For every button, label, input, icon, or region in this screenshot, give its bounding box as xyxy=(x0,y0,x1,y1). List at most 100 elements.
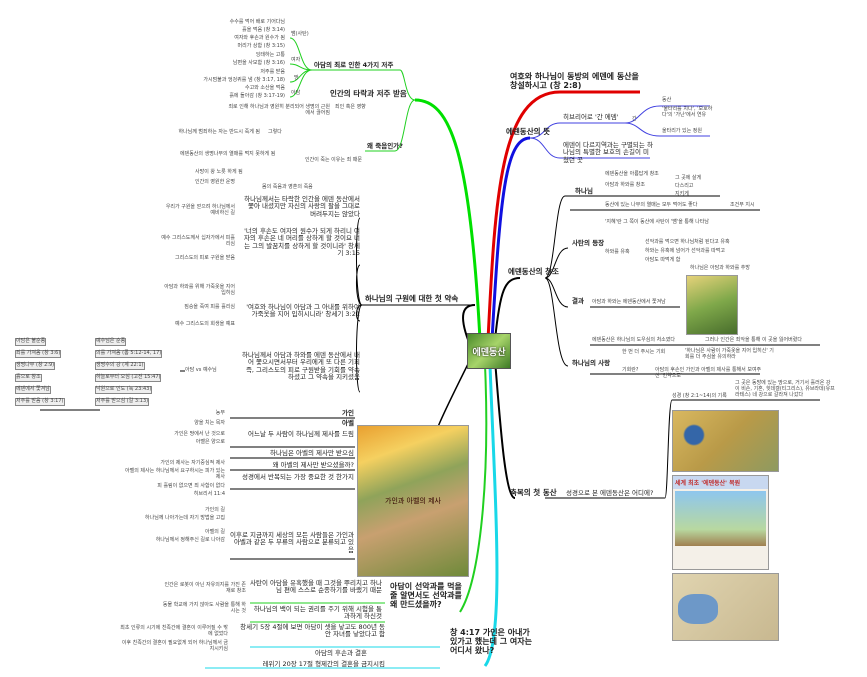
cain-abel-picture[interactable]: 가인과 아벨의 제사 xyxy=(357,425,469,577)
promise-leaf: 예수 그리스도의 희생을 예표 xyxy=(175,321,235,327)
cainabel-leaf: 하나님께서 정해주신 길로 나아감 xyxy=(155,537,225,543)
news-title: 세계 최초 '에덴동산' 복원 xyxy=(673,476,768,489)
love-leaf: '하나님은 사람이 가죽옷을 지어 입히신' 기회를 더 주심을 유의하라 xyxy=(685,348,774,360)
result-leaf: 그러나 인간은 죄악을 통해 이 곳을 잃어버렸다 xyxy=(705,337,802,343)
cainabel-leaf: 피 흘림이 없으면 죄 사함이 없다 xyxy=(157,483,225,489)
meaning-item[interactable]: 에덴이 다르지역과는 구별되는 하나님의 특별한 보호의 손길이 미쳤던 곳 xyxy=(563,141,653,164)
promise-item: '너의 후손도 여자의 원수가 되게 하리니 여자의 후손은 네 머리를 상하게… xyxy=(243,227,360,258)
satan-leaf: 아담도 따먹게 함 xyxy=(645,257,681,263)
wife-item[interactable]: 아담의 후손과 결혼 xyxy=(315,649,367,657)
god-leaf: 지키게 xyxy=(675,191,689,197)
node-wife[interactable]: 창 4:17 가인은 아내가 있가고 했는데 그 여자는 어디서 왔나? xyxy=(450,628,532,656)
love-leaf: 아담의 후손인 가인과 아벨의 제사를 통해서 보여주신 '언약으로' xyxy=(655,367,762,379)
blessing-question[interactable]: 성경으로 본 에덴동산은 어디에? xyxy=(566,489,654,497)
adam-cell: 생명나무 (창 2:9) xyxy=(15,362,56,370)
promise-leaf: 예수 그리스도께서 십자가에서 피흘리심 xyxy=(161,235,235,247)
curse-group: 여자 xyxy=(291,57,301,63)
branch-fruit xyxy=(459,364,488,613)
node-top[interactable]: 여호와 하나님이 동방의 에덴에 동산을 창설하시고 (창 2:8) xyxy=(510,72,639,91)
why-node[interactable]: 왜 죽음인가? xyxy=(367,142,403,150)
curse-leaf: 여자와 후손과 원수가 됨 xyxy=(234,35,285,41)
meaning-item[interactable]: 히브리어로 '간 에뎀' xyxy=(563,113,619,121)
cainabel-leaf: 아벨은 양으로 xyxy=(195,439,225,445)
cainabel-leaf: 가인의 길 xyxy=(205,507,225,513)
satan-leaf: 하나님은 아담과 하와를 추방 xyxy=(690,265,750,271)
adam-cell: 죄를 가져옴 (창 3:6) xyxy=(15,350,62,358)
curse-leaf: 수고와 소산을 먹음 xyxy=(245,85,285,91)
adam-cell: 저주를 받음 (창 3:17) xyxy=(15,398,65,406)
node-promise[interactable]: 하나님의 구원에 대한 첫 약속 xyxy=(365,294,459,303)
satan-leaf: 하와를 유혹 xyxy=(605,249,630,255)
map-picture xyxy=(672,410,779,472)
wife-item[interactable]: 레위기 20장 17절 형제간의 결혼을 금지시킴 xyxy=(262,660,385,668)
node-fall[interactable]: 인간의 타락과 저주 받음 xyxy=(330,89,407,98)
blessing-note: 그 곳은 동방에 있는 땅으로, 거기서 흘러온 강이 비손, 기혼, 힛데겔(… xyxy=(735,380,835,398)
center-node-eden[interactable]: 에덴동산 xyxy=(467,333,511,369)
cainabel-leaf: 아벨의 제사는 하나님께서 요구하시는 피가 있는 제사 xyxy=(125,468,225,480)
why-leaf: 죄인 혹은 영향 xyxy=(335,104,366,110)
fruit-leaf: 동물 학교에 가지 않아도 사람을 통해 하시는 것 xyxy=(162,602,246,614)
center-label: 에덴동산 xyxy=(472,347,506,358)
branch-meaning xyxy=(490,136,531,341)
meaning-leaf: 간 xyxy=(632,116,637,122)
fruit-item[interactable]: 하나님의 백이 되는 권리를 주기 위해 시험을 통과하게 하신것 xyxy=(253,605,382,621)
cainabel-item: 이후로 지금까지 세상의 모든 사람들은 가인과 아벨과 같은 두 부류의 사람… xyxy=(230,531,354,554)
why-leaf: 인간의 영원한 운명 xyxy=(195,179,235,185)
why-leaf: 하나님께 범죄하는 자는 반드시 죽게 됨 xyxy=(178,129,260,135)
curse-leaf: 흙에 돌아감 (창 3:17-19) xyxy=(229,93,285,99)
curse-group: 땅 xyxy=(294,75,299,81)
satan-leaf: '지혜'란 그 쪽이 동산에 사탄이 '뱀'을 통해 나타남 xyxy=(605,219,710,225)
promise-leaf: 우리가 구원을 얻으려 하나님께서 예비하신 길 xyxy=(165,204,235,216)
jesus-cell: 예수님은 순종 xyxy=(95,338,127,346)
news-picture: 세계 최초 '에덴동산' 복원 xyxy=(672,475,769,570)
creation-god[interactable]: 하나님 xyxy=(575,187,593,195)
satan-leaf: 선악과를 먹으면 하나님처럼 된다고 유혹 xyxy=(645,239,730,245)
abel-node[interactable]: 아벨 xyxy=(342,419,354,427)
node-creation[interactable]: 에덴동산의 창조 xyxy=(508,267,559,276)
cain-node[interactable]: 가인 xyxy=(342,409,354,417)
why-leaf: 그렇다 xyxy=(268,129,282,135)
why-leaf: 인간이 죽는 이유는 죄 때문 xyxy=(305,157,362,163)
wife-leaf: 이후 친족간의 결혼이 필요없게 되어 하나님께서 금지시키심 xyxy=(121,640,228,652)
adam-cell: 에덴에서 쫓겨남 xyxy=(15,386,51,394)
curses-node[interactable]: 아담의 죄로 인한 4가지 저주 xyxy=(314,61,394,69)
abel-leaf: 양을 치는 목자 xyxy=(194,420,225,426)
promise-item: 하나님께서는 타락한 인간을 에덴 동산에서 쫓아 내셨지만 자신의 사랑의 팔… xyxy=(244,195,360,218)
why-leaf: 죄로 인해 하나님과 영원히 분리되어 생명의 근원에서 끊어짐 xyxy=(228,104,330,116)
cainabel-item: 어느날 두 사람이 하나님께 제사를 드림 xyxy=(247,430,354,438)
jesus-cell: 낙원으로 인도 (눅 23:43) xyxy=(95,386,153,394)
branch-fall xyxy=(414,98,482,341)
why-leaf: 사망이 왕 노릇 하게 됨 xyxy=(195,169,243,175)
creation-result[interactable]: 결과 xyxy=(572,297,584,305)
blessing-record: 성경 (창 2:1~14)의 기록 xyxy=(672,393,727,399)
creation-love[interactable]: 하나님의 사랑 xyxy=(572,359,611,367)
cainabel-item[interactable]: 왜 아벨의 제사만 받으셨을까? xyxy=(272,461,354,469)
god-leaf: 조건부 지시 xyxy=(730,202,755,208)
promise-item: 하나님께서 아담과 하와를 에덴 동산에서 내어 쫓으시면서부터 우리에게 또 … xyxy=(242,351,360,382)
jesus-cell: 하늘로부터 오심 (고전 15:47) xyxy=(95,374,162,382)
love-leaf: 기회란? xyxy=(622,367,639,373)
cainabel-item[interactable]: 성경에서 반복되는 가장 중요한 것 한가지 xyxy=(242,473,354,481)
jesus-cell: 의를 가져옴 (롬 5:12-14, 17) xyxy=(95,350,163,358)
cainabel-leaf: 하나님께 나아가는데 자기 방법을 고집 xyxy=(145,515,225,521)
cain-abel-label: 가인과 아벨의 제사 xyxy=(385,497,441,505)
branch-creation xyxy=(494,277,521,341)
promise-leaf: 그리스도의 피로 구원을 받음 xyxy=(175,255,235,261)
node-blessing[interactable]: 축복의 첫 동산 xyxy=(510,488,557,497)
adam-jesus-node[interactable]: 아담 vs 예수님 xyxy=(185,367,217,373)
map2-picture xyxy=(672,573,779,641)
promise-leaf: 짐승을 죽여 피를 흘리심 xyxy=(184,304,235,310)
curse-group: 뱀(사탄) xyxy=(291,31,309,37)
node-meaning[interactable]: 에덴동산의 뜻 xyxy=(506,127,551,136)
node-fruit[interactable]: 아담이 선악과를 먹을 줄 알면서도 선악과를 왜 만드셨을까? xyxy=(390,582,462,610)
satan-leaf: 하와는 유혹에 넘어가 선악과를 따먹고 xyxy=(645,248,725,254)
result-leaf: 에덴동산은 하나님의 도우심의 처소였다 xyxy=(592,337,675,343)
branch-top xyxy=(486,90,640,341)
result-leaf: 아담과 하와는 에덴동산에서 쫓겨남 xyxy=(592,299,666,305)
cainabel-leaf: 아벨의 길 xyxy=(205,529,225,535)
adam-cell: 흙으로 창조 xyxy=(15,374,42,382)
curse-leaf: 수수를 먹어 배로 기어다님 xyxy=(229,19,285,25)
creation-satan[interactable]: 사탄의 등장 xyxy=(572,239,605,247)
cain-leaf: 농부 xyxy=(215,410,225,416)
